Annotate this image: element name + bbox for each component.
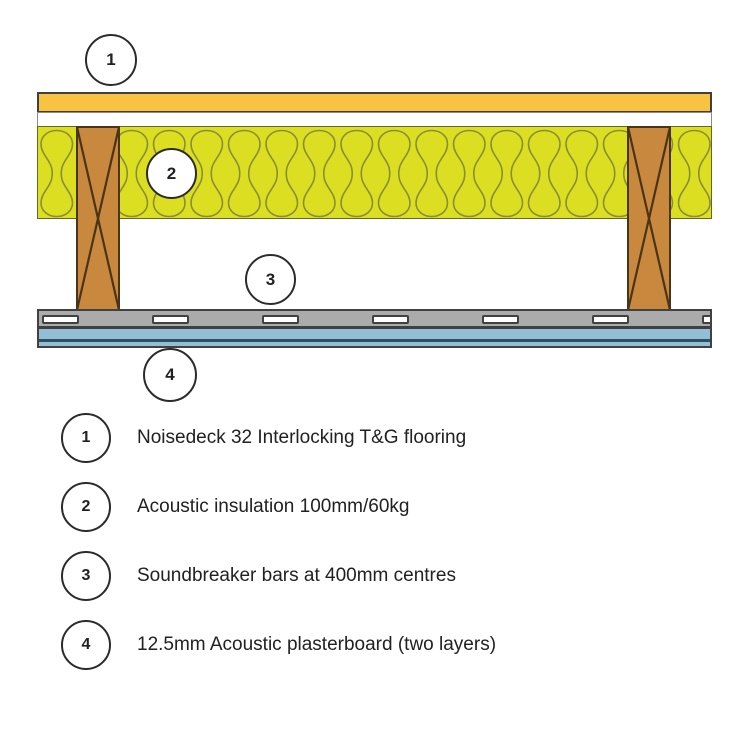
flooring-board-layer	[37, 92, 712, 113]
legend-number-2: 2	[81, 498, 91, 515]
legend: 1 Noisedeck 32 Interlocking T&G flooring…	[61, 413, 496, 670]
soundbreaker-slot	[592, 315, 629, 324]
soundbreaker-slot	[702, 315, 710, 324]
callout-1: 1	[85, 34, 137, 86]
legend-circle-1: 1	[61, 413, 111, 463]
legend-circle-3: 3	[61, 551, 111, 601]
callout-2: 2	[146, 148, 197, 199]
legend-number-4: 4	[81, 636, 91, 653]
soundbreaker-bar-layer	[37, 309, 712, 328]
legend-label-4: 12.5mm Acoustic plasterboard (two layers…	[137, 634, 497, 655]
legend-item-3: 3 Soundbreaker bars at 400mm centres	[61, 551, 496, 601]
soundbreaker-slot	[482, 315, 519, 324]
legend-circle-4: 4	[61, 620, 111, 670]
soundbreaker-slot	[262, 315, 299, 324]
callout-3: 3	[245, 254, 296, 305]
legend-circle-2: 2	[61, 482, 111, 532]
deck-underside-layer	[37, 112, 712, 127]
legend-item-1: 1 Noisedeck 32 Interlocking T&G flooring	[61, 413, 496, 463]
callout-2-number: 2	[166, 163, 177, 183]
legend-item-2: 2 Acoustic insulation 100mm/60kg	[61, 482, 496, 532]
legend-label-1: Noisedeck 32 Interlocking T&G flooring	[137, 427, 467, 448]
legend-number-1: 1	[81, 429, 91, 446]
insulation-pattern	[38, 127, 711, 218]
soundbreaker-slot	[152, 315, 189, 324]
plasterboard-layer	[37, 327, 712, 348]
plasterboard-joint-line	[39, 339, 710, 342]
legend-label-3: Soundbreaker bars at 400mm centres	[137, 565, 456, 586]
joist-left	[76, 126, 120, 311]
callout-4-number: 4	[165, 365, 175, 384]
soundbreaker-slot	[372, 315, 409, 324]
joist-cross-icon	[629, 128, 669, 309]
legend-number-3: 3	[81, 567, 91, 584]
legend-item-4: 4 12.5mm Acoustic plasterboard (two laye…	[61, 620, 496, 670]
joist-cross-icon	[78, 128, 118, 309]
callout-1-number: 1	[106, 50, 116, 69]
insulation-layer	[37, 126, 712, 219]
callout-4: 4	[143, 348, 197, 402]
callout-3-number: 3	[265, 269, 276, 289]
joist-right	[627, 126, 671, 311]
legend-label-2: Acoustic insulation 100mm/60kg	[137, 496, 410, 517]
soundbreaker-slot	[42, 315, 79, 324]
